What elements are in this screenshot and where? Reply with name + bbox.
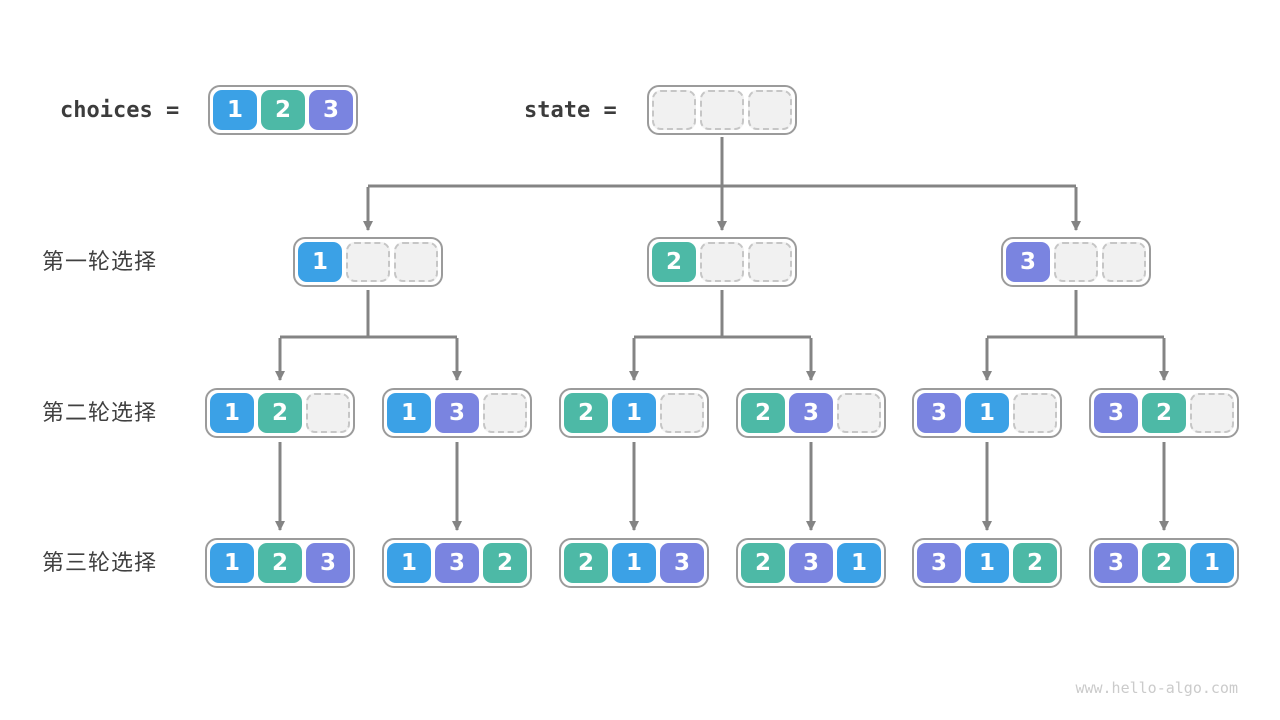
choice-cell-3: 3 bbox=[917, 393, 961, 433]
choice-cell-1: 1 bbox=[965, 543, 1009, 583]
round-2-label: 第二轮选择 bbox=[42, 401, 158, 426]
choice-cell-1: 1 bbox=[965, 393, 1009, 433]
choice-cell-2: 2 bbox=[1142, 543, 1186, 583]
empty-slot bbox=[660, 393, 704, 433]
choice-cell-1: 1 bbox=[387, 393, 431, 433]
choice-cell-3: 3 bbox=[306, 543, 350, 583]
empty-slot bbox=[748, 90, 792, 130]
choice-cell-1: 1 bbox=[612, 393, 656, 433]
empty-slot bbox=[483, 393, 527, 433]
empty-slot bbox=[700, 90, 744, 130]
empty-slot bbox=[306, 393, 350, 433]
choice-cell-1: 1 bbox=[837, 543, 881, 583]
choice-cell-3: 3 bbox=[1094, 393, 1138, 433]
empty-slot bbox=[652, 90, 696, 130]
choice-cell-2: 2 bbox=[652, 242, 696, 282]
empty-slot bbox=[394, 242, 438, 282]
empty-slot bbox=[1013, 393, 1057, 433]
choice-cell-3: 3 bbox=[789, 543, 833, 583]
choice-cell-2: 2 bbox=[261, 90, 305, 130]
choice-cell-2: 2 bbox=[483, 543, 527, 583]
choice-cell-1: 1 bbox=[298, 242, 342, 282]
state-node-1: 1 bbox=[293, 237, 443, 287]
choice-cell-1: 1 bbox=[213, 90, 257, 130]
choice-cell-3: 3 bbox=[917, 543, 961, 583]
choice-cell-2: 2 bbox=[258, 393, 302, 433]
choice-cell-3: 3 bbox=[309, 90, 353, 130]
choice-cell-2: 2 bbox=[1013, 543, 1057, 583]
choice-cell-2: 2 bbox=[1142, 393, 1186, 433]
empty-slot bbox=[1102, 242, 1146, 282]
choice-cell-2: 2 bbox=[564, 393, 608, 433]
choice-cell-3: 3 bbox=[1006, 242, 1050, 282]
empty-slot bbox=[1054, 242, 1098, 282]
choice-cell-1: 1 bbox=[1190, 543, 1234, 583]
choice-cell-1: 1 bbox=[387, 543, 431, 583]
choice-cell-3: 3 bbox=[660, 543, 704, 583]
state-label: state = bbox=[524, 98, 617, 123]
choice-cell-2: 2 bbox=[564, 543, 608, 583]
choices-label: choices = bbox=[60, 98, 180, 123]
empty-slot bbox=[837, 393, 881, 433]
round-3-label: 第三轮选择 bbox=[42, 551, 158, 576]
state-node-3: 3 bbox=[1001, 237, 1151, 287]
choice-cell-1: 1 bbox=[210, 543, 254, 583]
choice-cell-3: 3 bbox=[1094, 543, 1138, 583]
choice-cell-1: 1 bbox=[612, 543, 656, 583]
empty-slot bbox=[1190, 393, 1234, 433]
choice-cell-3: 3 bbox=[435, 393, 479, 433]
state-array bbox=[647, 85, 797, 135]
choice-cell-2: 2 bbox=[258, 543, 302, 583]
choice-cell-3: 3 bbox=[789, 393, 833, 433]
state-node-2: 2 bbox=[647, 237, 797, 287]
round-1-label: 第一轮选择 bbox=[42, 250, 158, 275]
choice-cell-3: 3 bbox=[435, 543, 479, 583]
choice-cell-2: 2 bbox=[741, 543, 785, 583]
choice-cell-2: 2 bbox=[741, 393, 785, 433]
empty-slot bbox=[748, 242, 792, 282]
empty-slot bbox=[700, 242, 744, 282]
choice-cell-1: 1 bbox=[210, 393, 254, 433]
empty-slot bbox=[346, 242, 390, 282]
site-watermark: www.hello-algo.com bbox=[1075, 679, 1238, 697]
